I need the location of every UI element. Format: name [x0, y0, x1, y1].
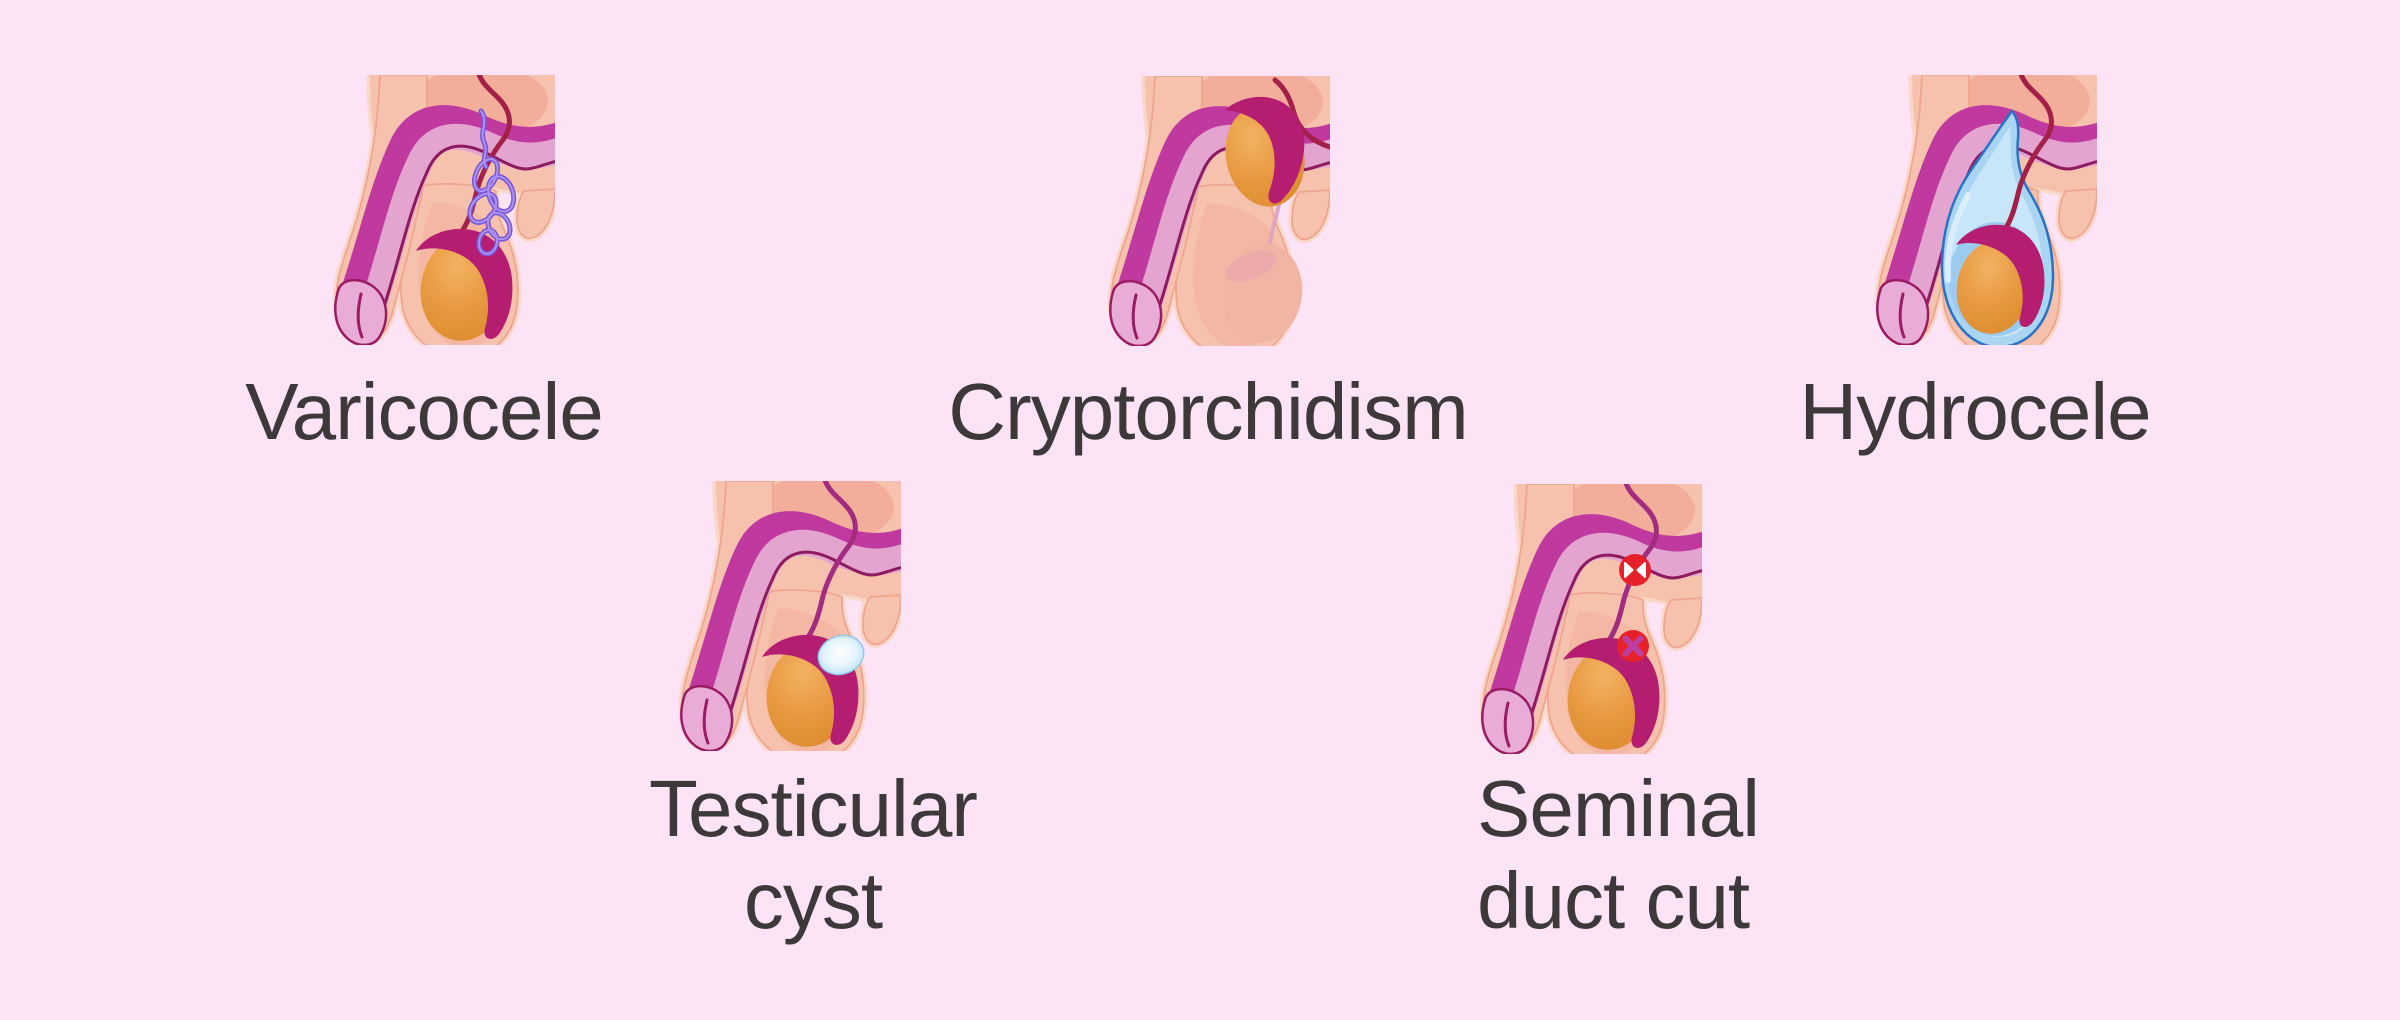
- cryptorchidism-illustration: [1105, 76, 1330, 346]
- glans-cleft: [356, 292, 364, 339]
- glans: [1481, 687, 1535, 754]
- hydrocele-illustration: [1872, 75, 2097, 345]
- glans: [1876, 278, 1930, 345]
- varicocele-illustration: [330, 75, 555, 345]
- epididymis: [416, 228, 513, 339]
- epididymis: [1956, 224, 2045, 328]
- panel-label-varicocele: Varicocele: [245, 367, 604, 456]
- epididymis: [1563, 637, 1660, 748]
- vas-deferens: [1601, 484, 1659, 650]
- testis: [1956, 240, 2032, 334]
- panel-label-cryptorchidism: Cryptorchidism: [948, 367, 1468, 456]
- panel-label-testicular-cyst: Testicular cyst: [649, 764, 978, 945]
- ghost-epididymis: [1225, 250, 1277, 282]
- glans: [680, 684, 734, 751]
- seminal-duct-cut-illustration: [1477, 484, 1702, 754]
- thigh-lobe: [2058, 188, 2097, 240]
- glans-cleft: [1503, 701, 1511, 748]
- thigh-lobe: [1291, 189, 1330, 241]
- glans-cleft: [1131, 293, 1139, 340]
- varicocele-svg: [332, 75, 555, 345]
- epididymis: [1225, 96, 1305, 204]
- testicular-cyst-svg: [678, 481, 901, 751]
- hydrocele-svg: [1874, 75, 2097, 345]
- glans: [1109, 279, 1163, 346]
- varicocele-veins-highlight: [468, 110, 515, 255]
- cut-x-icon: [1617, 630, 1649, 662]
- cryptorchidism-svg: [1107, 76, 1330, 346]
- shaft-bands: [337, 105, 555, 328]
- glans: [334, 278, 388, 345]
- cyst: [817, 634, 865, 676]
- panel-label-seminal-duct-cut: Seminal duct cut: [1477, 764, 1760, 945]
- cut-x-icon: [1619, 554, 1651, 586]
- thigh-lobe: [862, 594, 901, 646]
- testicular-cyst-illustration: [676, 481, 901, 751]
- shaft-bands: [1484, 514, 1702, 737]
- panel-label-hydrocele: Hydrocele: [1799, 367, 2151, 456]
- shaft-bands: [683, 511, 901, 734]
- thigh-lobe: [516, 188, 555, 240]
- vas-deferens: [1996, 75, 2054, 241]
- glans-cleft: [702, 698, 710, 745]
- vas-deferens: [800, 481, 858, 647]
- glans-cleft: [1898, 292, 1906, 339]
- thigh-lobe: [1663, 597, 1702, 649]
- seminal-duct-cut-svg: [1479, 484, 1702, 754]
